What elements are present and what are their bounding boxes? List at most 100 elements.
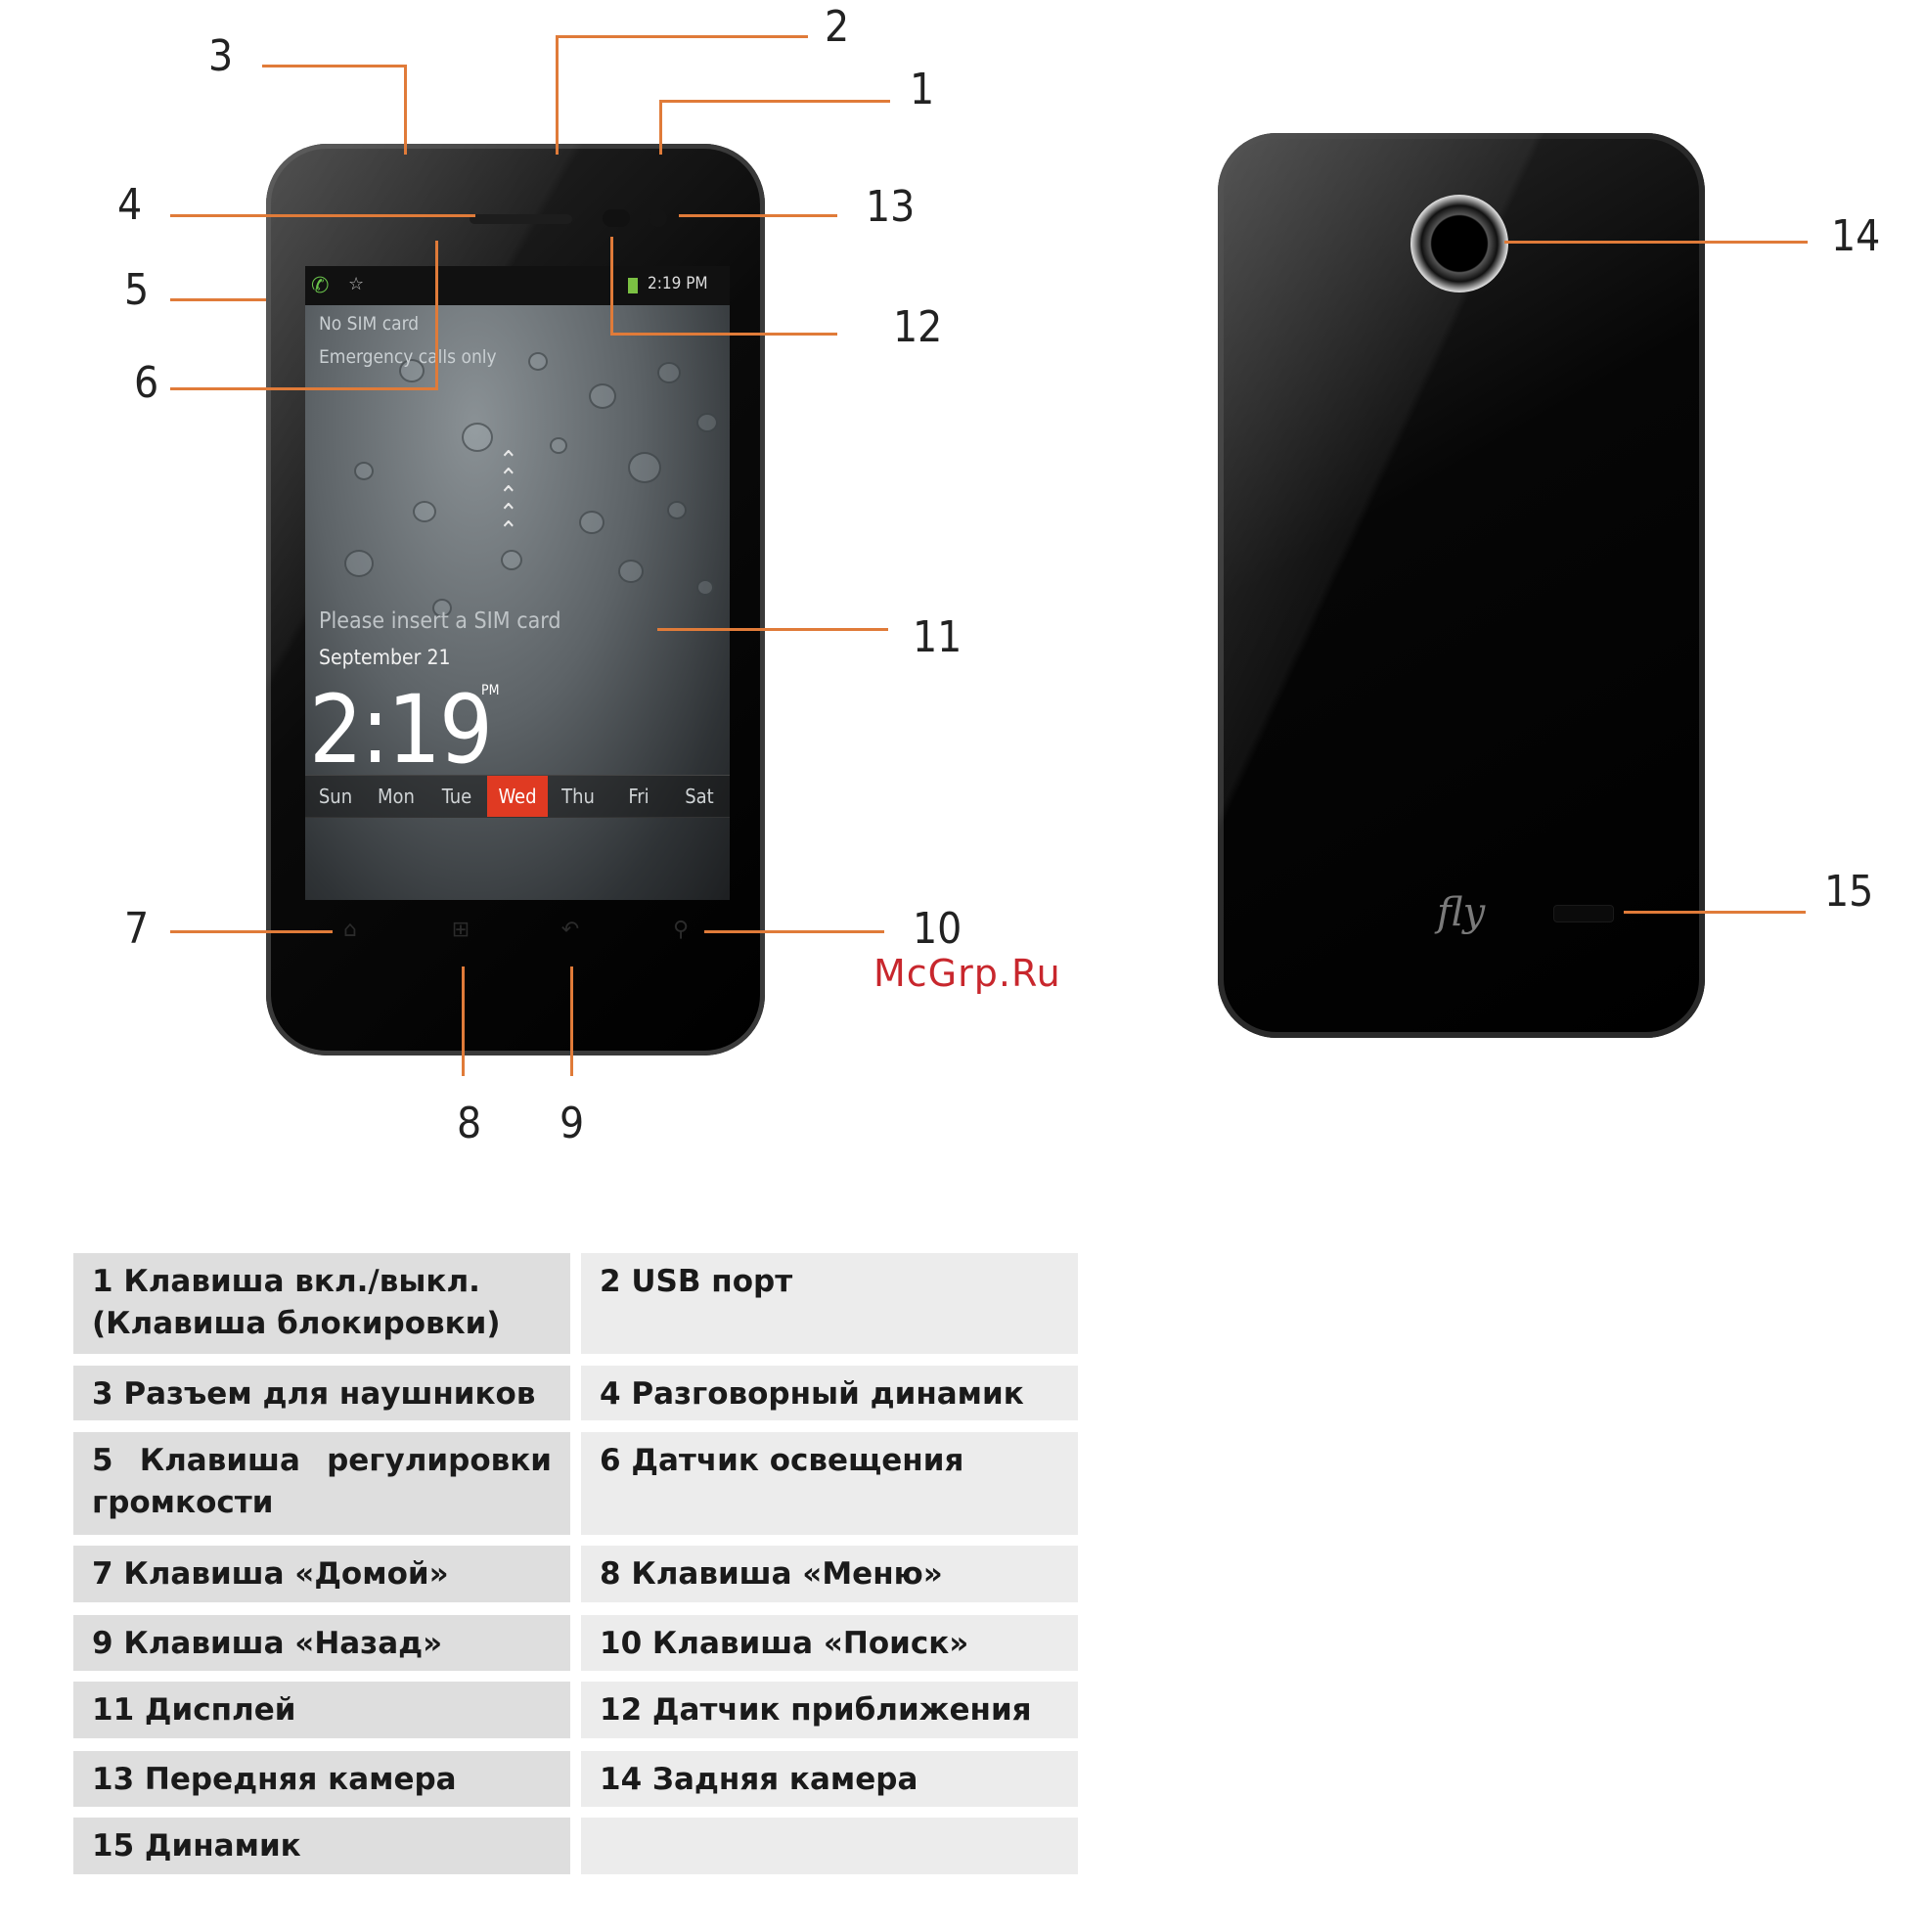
weekday-sun: Sun — [318, 785, 353, 808]
proximity-sensor — [603, 209, 630, 227]
legend-cell-6: 6 Датчик освещения — [581, 1432, 1078, 1535]
legend-cell-3: 3 Разъем для наушников — [73, 1366, 570, 1420]
emergency-text: Emergency calls only — [319, 346, 497, 368]
legend-text-7: 7 Клавиша «Домой» — [92, 1556, 449, 1592]
leader-line-11 — [657, 628, 888, 631]
legend-cell-9: 9 Клавиша «Назад» — [73, 1615, 570, 1671]
legend-cell-11: 11 Дисплей — [73, 1682, 570, 1738]
leader-line-3 — [262, 65, 405, 67]
legend-text-8: 8 Клавиша «Меню» — [600, 1556, 943, 1592]
rain-drop — [628, 452, 661, 483]
speaker-grille — [1553, 905, 1614, 922]
legend-cell-12: 12 Датчик приближения — [581, 1682, 1078, 1738]
back-icon[interactable]: ↶ — [560, 918, 580, 942]
callout-9: 9 — [560, 1099, 585, 1148]
brand-logo: fly — [1437, 890, 1486, 935]
battery-icon — [628, 278, 638, 293]
leader-line-12 — [610, 333, 837, 336]
leader-line-5 — [170, 298, 266, 301]
clock-time: 2:19 — [309, 675, 493, 785]
status-time: 2:19 PM — [648, 274, 708, 293]
weekday-strip: Sun Mon Tue Wed Thu Fri Sat — [305, 775, 730, 818]
phone-display: ✆ ☆ 2:19 PM ⌃⌃⌃⌃⌃ No SIM card Emergency … — [305, 266, 730, 900]
legend-cell-10: 10 Клавиша «Поиск» — [581, 1615, 1078, 1671]
legend-cell-5: 5 Клавиша регулировки громкости — [73, 1432, 570, 1535]
legend-text-2: 2 USB порт — [600, 1264, 793, 1299]
rain-drop — [579, 511, 604, 534]
clock-ampm: PM — [481, 683, 500, 698]
rain-drop — [667, 501, 687, 519]
legend-text-3: 3 Разъем для наушников — [92, 1376, 536, 1412]
weekday-thu: Thu — [561, 785, 595, 808]
insert-sim-text: Please insert a SIM card — [319, 608, 561, 634]
leader-line-2 — [558, 35, 808, 38]
callout-12: 12 — [893, 302, 943, 352]
leader-line-9 — [570, 966, 573, 1076]
callout-8: 8 — [457, 1099, 482, 1148]
weekday-sat: Sat — [685, 785, 714, 808]
leader-line-8 — [462, 966, 465, 1076]
legend-text-10: 10 Клавиша «Поиск» — [600, 1626, 969, 1661]
rain-drop — [618, 560, 644, 583]
callout-15: 15 — [1824, 867, 1874, 917]
phone-icon: ✆ — [311, 274, 330, 298]
date-text: September 21 — [319, 646, 451, 669]
no-sim-text: No SIM card — [319, 313, 420, 335]
legend-text-5: 5 Клавиша регулировки громкости — [92, 1443, 552, 1520]
leader-line-1 — [659, 100, 662, 155]
legend-text-13: 13 Передняя камера — [92, 1762, 457, 1797]
weekday-tue: Tue — [441, 785, 472, 808]
legend-text-4: 4 Разговорный динамик — [600, 1376, 1024, 1412]
rain-drop — [696, 579, 714, 596]
callout-7: 7 — [124, 904, 150, 954]
callout-1: 1 — [910, 65, 935, 114]
leader-line-4 — [170, 214, 475, 217]
weekday-wed: Wed — [487, 776, 548, 817]
rain-drop — [354, 462, 374, 480]
legend-cell-14: 14 Задняя камера — [581, 1751, 1078, 1807]
legend-cell-8: 8 Клавиша «Меню» — [581, 1546, 1078, 1602]
legend-text-15: 15 Динамик — [92, 1828, 301, 1864]
legend-cell-1: 1 Клавиша вкл./выкл. (Клавиша блокировки… — [73, 1253, 570, 1354]
callout-5: 5 — [124, 265, 150, 315]
leader-line-14 — [1504, 241, 1808, 244]
watermark: McGrp.Ru — [873, 952, 1061, 995]
rain-drop — [462, 423, 493, 452]
rain-drop — [399, 359, 425, 382]
rain-drop — [528, 352, 548, 371]
callout-6: 6 — [134, 358, 159, 408]
legend-cell-13: 13 Передняя камера — [73, 1751, 570, 1807]
leader-line-6 — [435, 241, 438, 390]
unlock-arrows[interactable]: ⌃⌃⌃⌃⌃ — [499, 446, 518, 546]
callout-2: 2 — [825, 2, 850, 52]
usb-icon: ☆ — [348, 274, 365, 294]
callout-4: 4 — [117, 180, 143, 230]
rain-drop — [344, 550, 374, 577]
leader-line-3 — [404, 65, 407, 155]
search-icon[interactable]: ⚲ — [672, 918, 690, 942]
leader-line-2 — [556, 35, 559, 155]
callout-10: 10 — [913, 904, 962, 954]
rain-drop — [501, 550, 522, 570]
rain-drop — [657, 362, 681, 383]
rear-camera — [1410, 195, 1508, 292]
legend-text-6: 6 Датчик освещения — [600, 1443, 964, 1478]
legend-text-9: 9 Клавиша «Назад» — [92, 1626, 443, 1661]
callout-11: 11 — [913, 612, 962, 662]
callout-13: 13 — [866, 182, 916, 232]
legend-cell-4: 4 Разговорный динамик — [581, 1366, 1078, 1420]
leader-line-1 — [661, 100, 890, 103]
leader-line-6 — [170, 387, 438, 390]
rain-drop — [413, 501, 436, 522]
menu-icon[interactable]: ⊞ — [451, 918, 470, 942]
legend-cell-empty — [581, 1818, 1078, 1874]
home-icon[interactable]: ⌂ — [343, 918, 357, 942]
front-camera — [649, 209, 667, 227]
callout-3: 3 — [208, 31, 234, 81]
legend-text-11: 11 Дисплей — [92, 1692, 296, 1728]
legend-text-12: 12 Датчик приближения — [600, 1692, 1032, 1728]
legend-text-14: 14 Задняя камера — [600, 1762, 918, 1797]
leader-line-13 — [679, 214, 837, 217]
rain-drop — [589, 383, 616, 409]
legend-cell-2: 2 USB порт — [581, 1253, 1078, 1354]
